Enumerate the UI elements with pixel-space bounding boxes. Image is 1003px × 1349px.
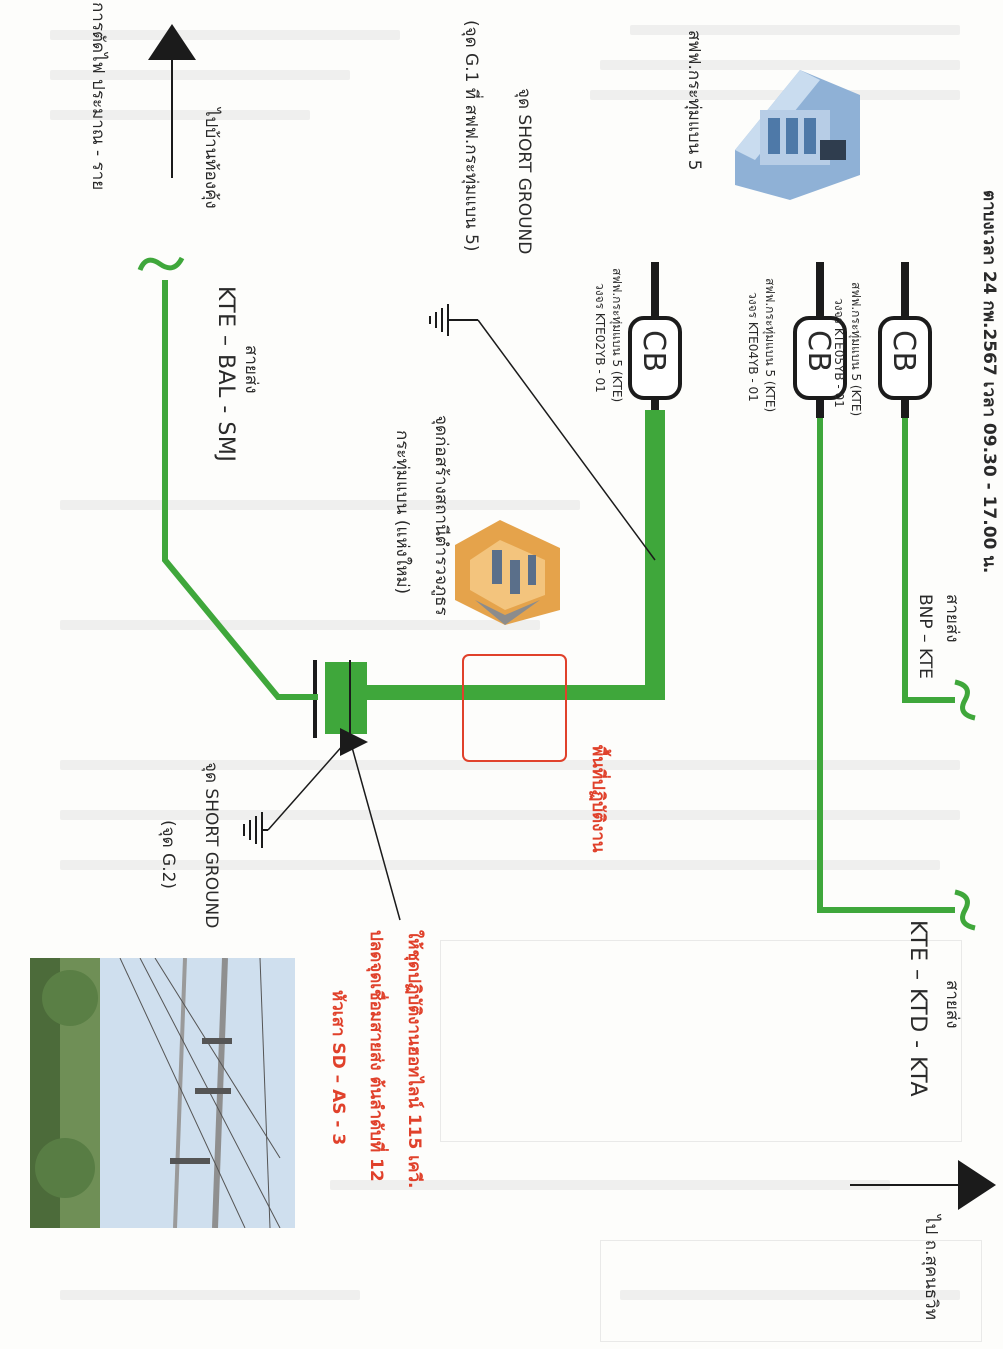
pole-photo-drawing bbox=[30, 958, 295, 1228]
ground-g1-leader bbox=[477, 319, 656, 561]
line-kte-ktd-kta bbox=[817, 418, 955, 913]
instruction-line3: หัวเสา SD – AS - 3 bbox=[328, 990, 348, 1146]
line-ktd-prefix: สายส่ง bbox=[942, 980, 962, 1029]
breaker-3-circuit: วงจร KTE02YB - 01 bbox=[593, 283, 607, 393]
police-station-line1: จุดก่อสร้างสถานีตำรวจภูธร bbox=[431, 415, 451, 616]
short-ground-2-detail: (จุด G.2) bbox=[158, 820, 178, 890]
instruction-leader bbox=[349, 739, 401, 921]
cb-symbol-3: CB bbox=[636, 330, 671, 373]
line-ktd-name: KTE – KTD - KTA bbox=[905, 920, 930, 1098]
circuit-breaker-3 bbox=[628, 316, 682, 400]
pole-photo bbox=[30, 958, 295, 1228]
short-ground-1-detail: (จุด G.1 ที่ สฟฟ.กระทุ่มแบน 5) bbox=[461, 20, 481, 252]
junction-pole-bar bbox=[325, 662, 367, 734]
arrow-left-head bbox=[148, 24, 196, 60]
line-end-bnp bbox=[954, 679, 976, 721]
police-station-line2: กระทุ่มแบน (แห่งใหม่) bbox=[392, 430, 412, 595]
line-end-ktd bbox=[954, 889, 976, 931]
substation-building-icon bbox=[735, 70, 860, 200]
breaker-3-station: สฟฟ.กระทุ่มแบน 5 (KTE) bbox=[610, 268, 624, 403]
breaker-1-circuit: วงจร KTE05YB - 01 bbox=[832, 298, 846, 408]
instruction-line2: ปลดจุดเชื่อมสายส่ง ต้นลำดับที่ 12 bbox=[366, 930, 386, 1182]
line-end-bal bbox=[137, 256, 185, 271]
work-area-box bbox=[462, 654, 567, 762]
ground-g2-leader bbox=[267, 734, 353, 831]
arrow-right-head bbox=[958, 1160, 996, 1210]
pointer-triangle bbox=[340, 728, 368, 756]
direction-right-label: ไป ถ.สุคนธวิท bbox=[921, 1215, 941, 1320]
header-fragment: ตาบงเวลา 24 กพ.2567 เวลา 09.30 - 17.00 น… bbox=[979, 190, 999, 574]
line-bal-prefix: สายส่ง bbox=[241, 345, 261, 394]
breaker-1-station: สฟฟ.กระทุ่มแบน 5 (KTE) bbox=[849, 282, 863, 417]
police-station-icon bbox=[455, 520, 560, 625]
line-kte-bal-smj bbox=[162, 280, 318, 700]
left-edge-text: การตัดไฟ ประมาณ - ราย bbox=[88, 2, 108, 191]
breaker-2-circuit: วงจร KTE04YB - 01 bbox=[746, 292, 760, 402]
substation-label: สฟฟ.กระทุ่มแบน 5 bbox=[684, 30, 704, 171]
short-ground-2-title: จุด SHORT GROUND bbox=[201, 762, 221, 929]
direction-left-label: ไปบ้านท้องคุ้ง bbox=[201, 108, 221, 209]
work-area-label: พื้นที่ปฏิบัติงาน bbox=[588, 745, 608, 853]
ground-symbol-g2 bbox=[243, 812, 268, 848]
line-bal-name: KTE – BAL - SMJ bbox=[213, 286, 238, 463]
line-bnp-prefix: สายส่ง bbox=[942, 594, 962, 643]
short-ground-1-title: จุด SHORT GROUND bbox=[514, 88, 534, 255]
instruction-line1: ให้ชุดปฏิบัติงานฮอทไลน์ 115 เควี. bbox=[404, 930, 424, 1189]
line-bnp-name: BNP – KTE bbox=[915, 594, 935, 679]
cb-symbol-1: CB bbox=[886, 330, 921, 373]
line-bnp-kte bbox=[902, 418, 955, 703]
ground-symbol-g1 bbox=[429, 304, 478, 336]
circuit-breaker-2 bbox=[793, 316, 847, 400]
breaker-2-station: สฟฟ.กระทุ่มแบน 5 (KTE) bbox=[763, 278, 777, 413]
circuit-breaker-1 bbox=[878, 316, 932, 400]
